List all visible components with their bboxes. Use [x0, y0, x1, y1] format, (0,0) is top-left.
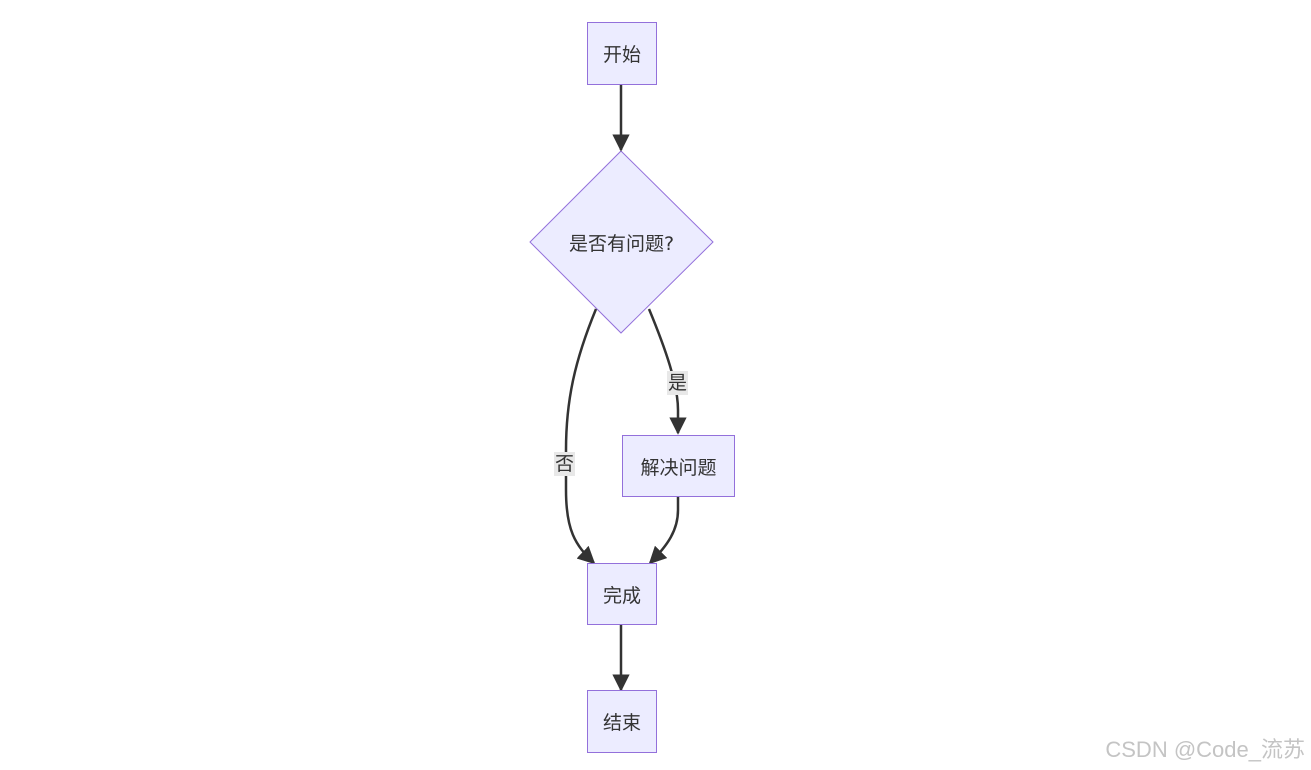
node-decision-label: 是否有问题?	[568, 233, 675, 255]
edge-solve-to-done	[648, 497, 680, 565]
edge-decision-to-solve-yes	[647, 308, 687, 435]
edge-decision-to-done-no	[564, 308, 598, 565]
decision-diamond	[529, 150, 714, 334]
node-done: 完成	[587, 563, 657, 625]
watermark: CSDN @Code_流苏	[1105, 737, 1305, 762]
edge-label-no: 否	[554, 452, 576, 476]
node-solve-problem: 解决问题	[622, 435, 735, 497]
edge-label-yes: 是	[667, 371, 689, 395]
node-start: 开始	[587, 22, 657, 85]
node-end: 结束	[587, 690, 657, 753]
